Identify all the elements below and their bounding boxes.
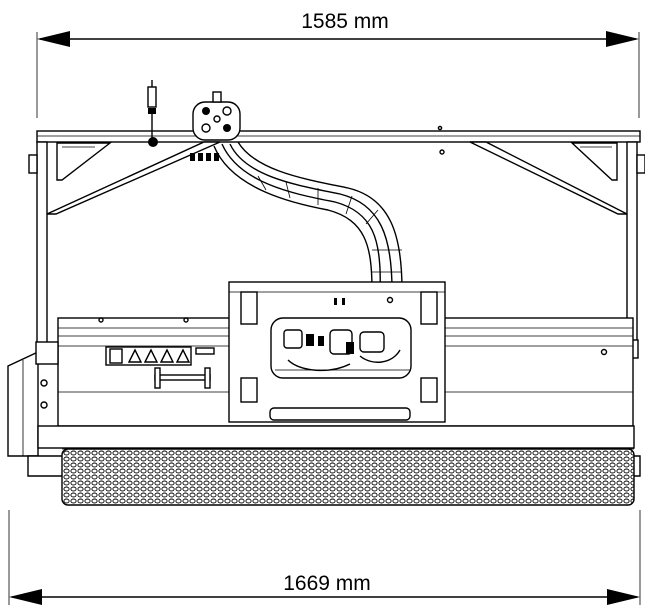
bottom-dimension-arrow-left xyxy=(9,589,42,605)
lower-skirt xyxy=(37,425,635,449)
right-diagonal-brace xyxy=(469,141,628,215)
left-post xyxy=(36,141,48,347)
roller-drum xyxy=(61,448,635,506)
right-post xyxy=(626,141,638,347)
bottom-dimension-label: 1669 mm xyxy=(283,572,371,595)
bottom-dimension: 1669 mm xyxy=(8,510,641,605)
top-dimension-arrow-left xyxy=(37,31,70,47)
gearbox-slot xyxy=(269,407,411,421)
top-dimension: 1585 mm xyxy=(36,10,640,118)
right-gusset xyxy=(570,142,618,181)
upper-frame xyxy=(28,125,645,359)
top-crossbeam xyxy=(36,130,641,143)
gearbox-housing xyxy=(228,281,446,423)
hydraulic-coupler xyxy=(147,80,241,161)
roller xyxy=(61,448,635,506)
warning-labels xyxy=(105,346,215,389)
left-gusset xyxy=(56,142,113,181)
top-dimension-label: 1585 mm xyxy=(301,10,389,33)
bottom-dimension-arrow-right xyxy=(607,589,640,605)
top-dimension-arrow-right xyxy=(606,31,639,47)
carry-handle xyxy=(154,374,211,381)
hydraulic-hoses xyxy=(213,141,403,291)
left-diagonal-brace xyxy=(46,141,221,215)
valve-fitting xyxy=(147,86,157,108)
